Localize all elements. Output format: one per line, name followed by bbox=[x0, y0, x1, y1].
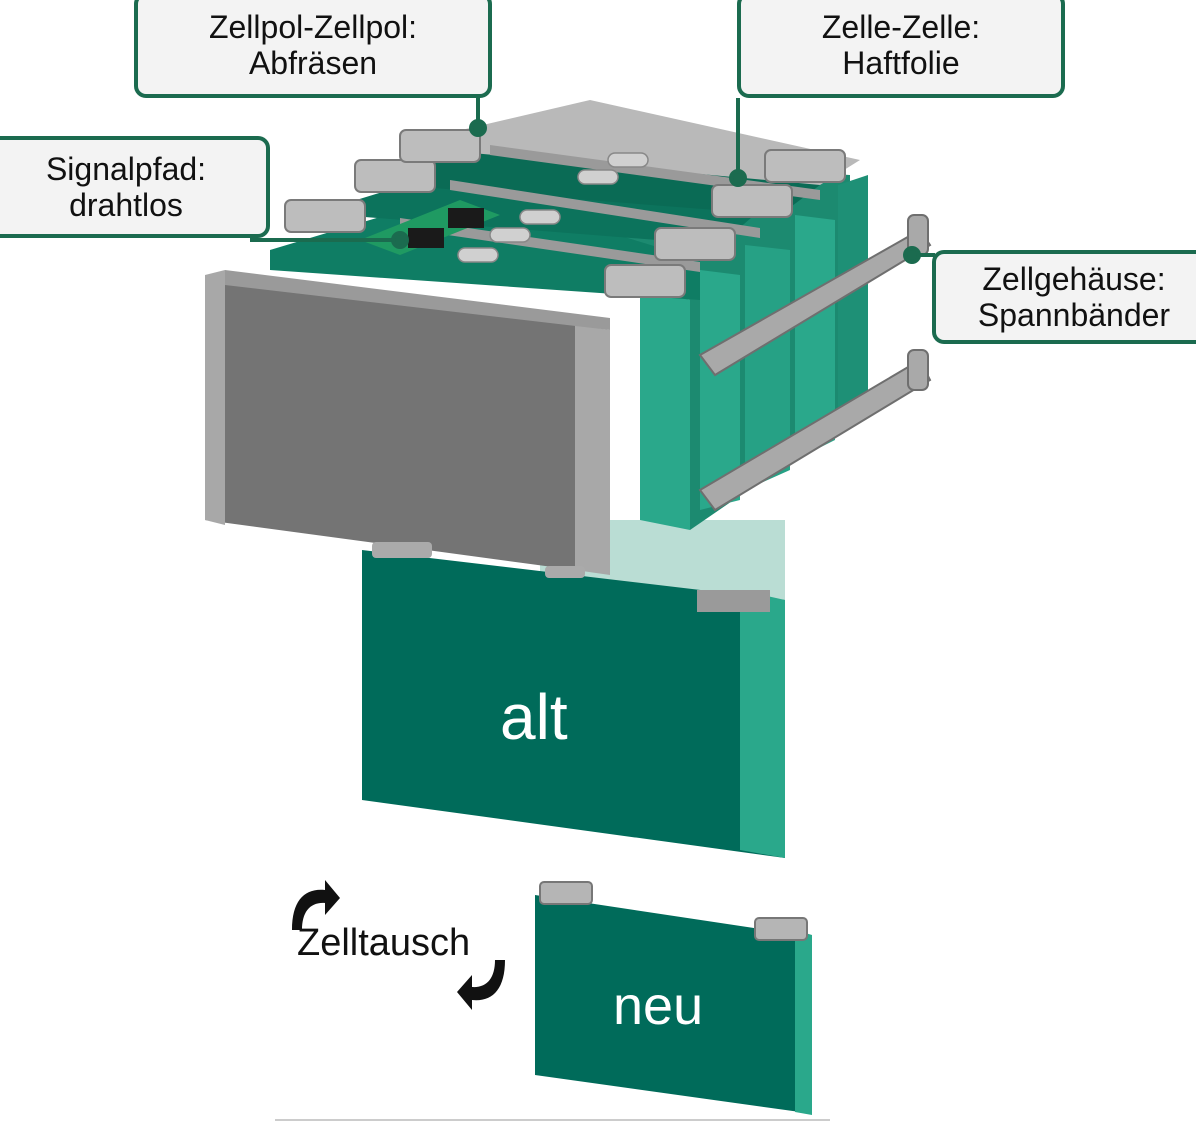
old-cell bbox=[362, 542, 785, 858]
new-cell bbox=[535, 881, 812, 1115]
callout-zellpol-abfraesen: Zellpol-Zellpol: Abfräsen bbox=[134, 0, 492, 98]
callout-zelle-line1: Zelle-Zelle: bbox=[821, 9, 981, 45]
callout-signal-line2: drahtlos bbox=[69, 187, 183, 223]
callout-signal-line1: Signalpfad: bbox=[45, 151, 207, 187]
callout-zellpol-line2: Abfräsen bbox=[248, 45, 378, 81]
callout-gehaeuse-line1: Zellgehäuse: bbox=[982, 261, 1166, 297]
old-cell-label: alt bbox=[500, 681, 568, 753]
callout-zelle-line2: Haftfolie bbox=[842, 45, 960, 81]
callout-zelle-haftfolie: Zelle-Zelle: Haftfolie bbox=[737, 0, 1065, 98]
swap-arrows-icon bbox=[292, 880, 505, 1010]
callout-gehaeuse-line2: Spannbänder bbox=[977, 297, 1171, 333]
tension-straps bbox=[698, 214, 932, 512]
leader-lines bbox=[250, 98, 935, 264]
cell-swap-label: Zelltausch bbox=[297, 922, 471, 964]
callout-zellgehaeuse: Zellgehäuse: Spannbänder bbox=[932, 250, 1196, 344]
callout-zellpol-line1: Zellpol-Zellpol: bbox=[208, 9, 418, 45]
new-cell-label: neu bbox=[613, 976, 704, 1036]
callout-signalpfad: Signalpfad: drahtlos bbox=[0, 136, 270, 238]
end-plate bbox=[205, 270, 610, 575]
